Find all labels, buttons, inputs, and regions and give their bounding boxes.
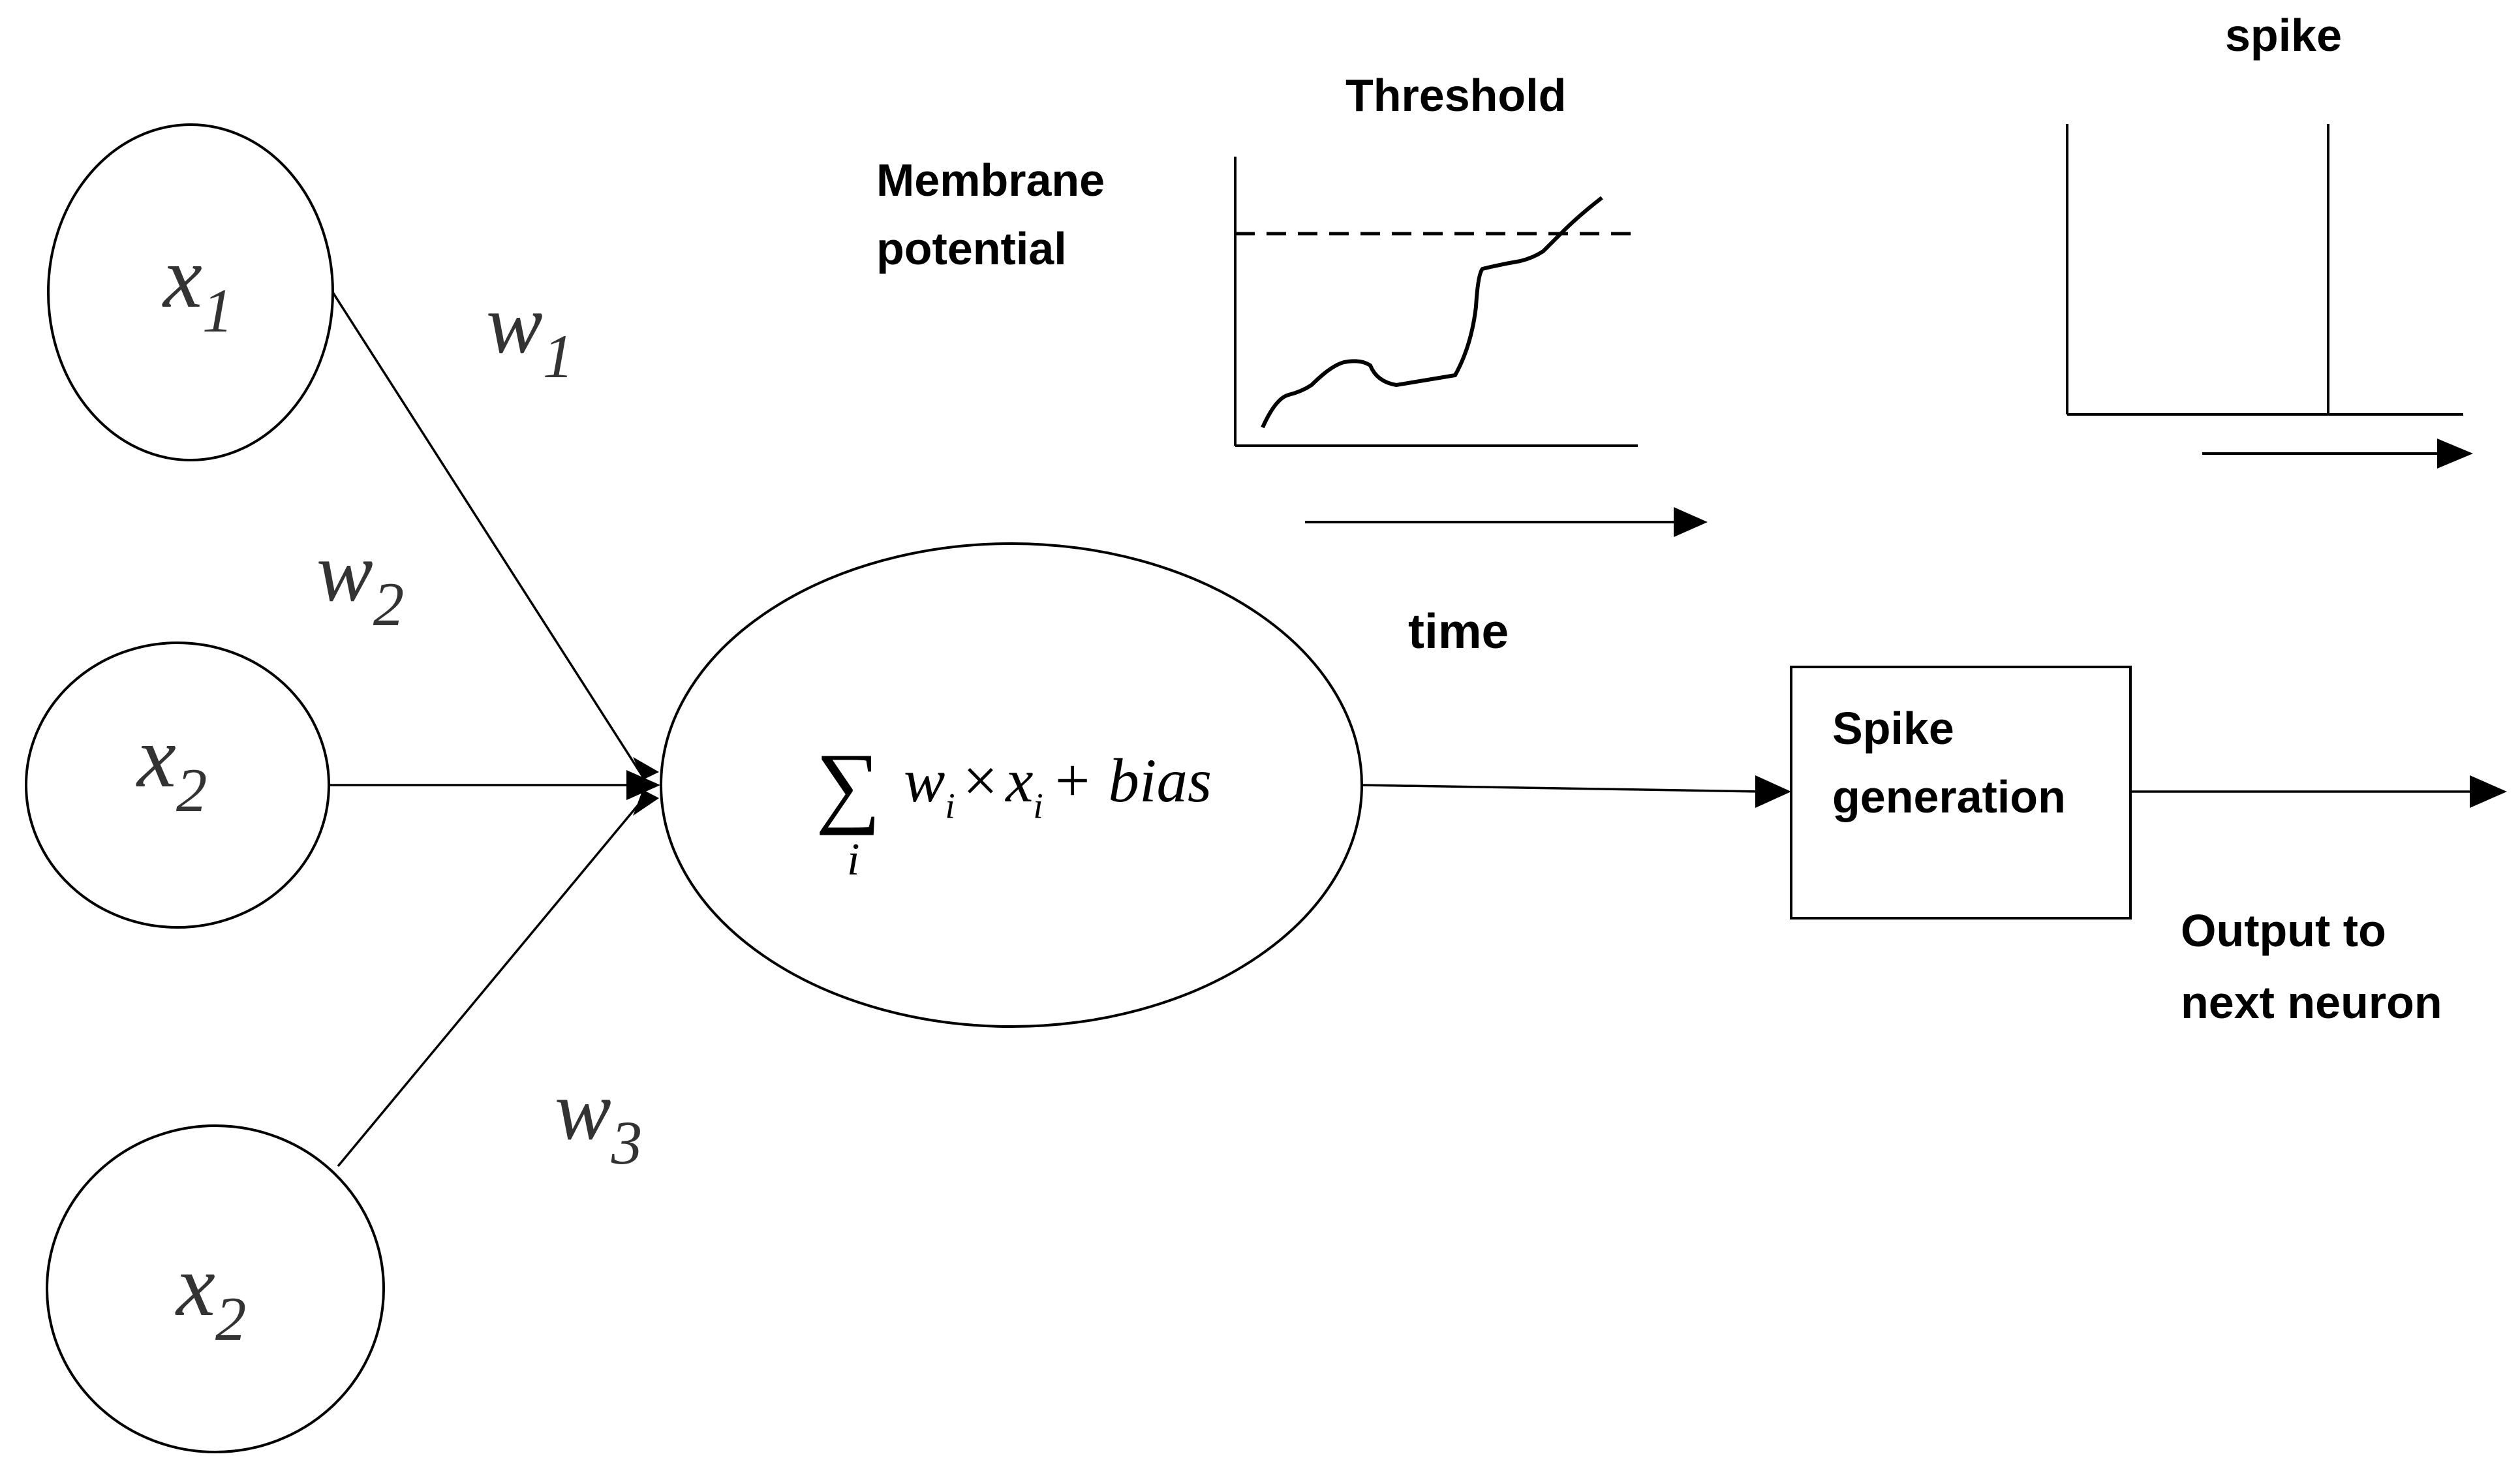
membrane-label-line1: Membrane: [876, 155, 1105, 206]
weight-3-symbol: w: [555, 1064, 611, 1158]
membrane-label-line2: potential: [876, 223, 1067, 274]
input-3-symbol: x: [175, 1237, 215, 1335]
input-1-subscript: 1: [202, 276, 234, 345]
weighted-sum-formula: wi×xi+ bias: [904, 746, 1212, 826]
spike-box-line1: Spike: [1832, 703, 1954, 754]
input-node-3: x2: [46, 1124, 385, 1453]
spike-label: spike: [2225, 10, 2342, 61]
input-2-symbol: x: [136, 709, 176, 806]
connection-x3-to-neuron: [337, 798, 644, 1167]
connection-x1-to-neuron: [331, 292, 644, 777]
spike-generation-box: Spike generation: [1790, 666, 2132, 920]
output-label-line1: Output to: [2181, 905, 2386, 956]
arrowhead-spike-box: [1755, 775, 1791, 808]
formula-w-sub: i: [945, 786, 955, 826]
connection-neuron-to-spike-box: [1361, 784, 1762, 793]
threshold-label: Threshold: [1345, 70, 1566, 121]
formula-x: x: [1004, 746, 1033, 815]
spike-time-arrowhead: [2437, 439, 2473, 469]
svg-text:x1: x1: [162, 229, 233, 345]
weight-3-subscript: 3: [611, 1108, 643, 1177]
time-arrowhead: [1674, 507, 1708, 537]
membrane-potential-curve: [1261, 196, 1603, 429]
weight-2-symbol: w: [316, 525, 373, 619]
formula-w: w: [904, 746, 945, 815]
input-2-subscript: 2: [176, 756, 207, 825]
input-node-2: x2: [25, 642, 330, 929]
weight-2-subscript: 2: [373, 570, 405, 639]
input-node-1: x1: [47, 123, 334, 461]
spike-plot: [2066, 124, 2463, 416]
input-3-subscript: 2: [215, 1284, 247, 1353]
output-label-line2: next neuron: [2181, 977, 2442, 1028]
time-label: time: [1408, 604, 1509, 658]
input-1-symbol: x: [162, 229, 202, 326]
sum-index: i: [847, 835, 859, 885]
formula-plus-bias: + bias: [1051, 746, 1212, 815]
svg-text:x2: x2: [175, 1237, 246, 1353]
formula-x-sub: i: [1033, 786, 1043, 826]
membrane-potential-plot: [1234, 157, 1638, 447]
summation-neuron: ∑ i wi×xi+ bias: [660, 542, 1363, 1028]
formula-times: ×: [963, 746, 998, 815]
weight-1-subscript: 1: [543, 322, 574, 391]
sum-symbol: ∑: [816, 735, 881, 836]
input-arrowheads: [626, 757, 660, 816]
weight-label-1: w1: [486, 277, 574, 391]
arrowhead-output: [2470, 775, 2507, 808]
spike-box-line2: generation: [1832, 771, 2066, 822]
weight-1-symbol: w: [486, 277, 543, 371]
weight-label-2: w2: [316, 525, 404, 639]
weight-label-3: w3: [555, 1064, 642, 1177]
svg-text:x2: x2: [136, 709, 207, 825]
